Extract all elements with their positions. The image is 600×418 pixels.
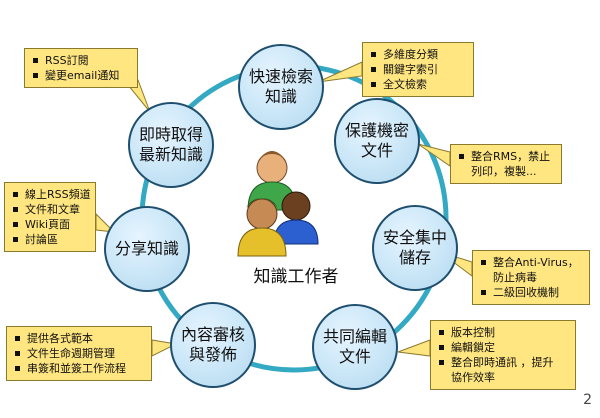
node-collab: 共同編輯 文件: [312, 304, 398, 390]
callout-collab: 版本控制 編輯鎖定 整合即時通訊 ，提升 協作效率: [430, 320, 576, 390]
node-search-label: 快速檢索 知識: [248, 67, 313, 106]
callout-item: 關鍵字索引: [371, 62, 465, 77]
node-protect-label: 保護機密 文件: [344, 121, 409, 160]
node-instant: 即時取得 最新知識: [128, 102, 214, 188]
node-share-label: 分享知識: [114, 239, 179, 258]
callout-storage: 整合Anti-Virus， 防止病毒 二級回收機制: [472, 250, 590, 305]
callout-item: 版本控制: [439, 325, 567, 340]
callout-item: RSS訂閱: [33, 53, 129, 68]
callout-item: 討論區: [13, 232, 87, 247]
pointer-collab: [397, 339, 431, 357]
callout-item: 文件和文章: [13, 202, 87, 217]
callout-item: 整合RMS，禁止 列印，複製...: [459, 149, 553, 179]
node-review-label: 內容審核 與發佈: [180, 325, 245, 364]
node-review: 內容審核 與發佈: [170, 302, 256, 388]
callout-item: 編輯鎖定: [439, 340, 567, 355]
node-share: 分享知識: [104, 206, 190, 292]
node-storage-label: 安全集中 儲存: [382, 228, 447, 267]
callout-review: 提供各式範本 文件生命週期管理 串簽和並簽工作流程: [6, 326, 152, 381]
callout-item: 提供各式範本: [15, 331, 143, 346]
callout-item: 串簽和並簽工作流程: [15, 361, 143, 376]
callout-item: 二級回收機制: [481, 285, 581, 300]
node-protect: 保護機密 文件: [334, 98, 420, 184]
node-search: 快速檢索 知識: [238, 44, 324, 130]
callout-item: 多維度分類: [371, 47, 465, 62]
callout-search: 多維度分類 關鍵字索引 全文檢索: [362, 42, 474, 97]
callout-share: 線上RSS頻道 文件和文章 Wiki頁面 討論區: [4, 182, 96, 252]
node-instant-label: 即時取得 最新知識: [138, 125, 203, 164]
callout-item: 線上RSS頻道: [13, 187, 91, 202]
callout-item: 文件生命週期管理: [15, 346, 143, 361]
center-label: 知識工作者: [253, 267, 339, 287]
callout-instant: RSS訂閱 變更email通知: [24, 48, 138, 88]
node-collab-label: 共同編輯 文件: [322, 327, 387, 366]
people-group-icon: [237, 151, 319, 257]
callout-item: 整合即時通訊 ，提升 協作效率: [439, 355, 567, 385]
page-number: 2: [583, 392, 592, 408]
callout-item: Wiki頁面: [13, 217, 87, 232]
callout-protect: 整合RMS，禁止 列印，複製...: [450, 144, 562, 184]
callout-item: 變更email通知: [33, 68, 129, 83]
callout-item: 全文檢索: [371, 77, 465, 92]
node-storage: 安全集中 儲存: [372, 205, 458, 291]
callout-item: 整合Anti-Virus， 防止病毒: [481, 255, 581, 285]
